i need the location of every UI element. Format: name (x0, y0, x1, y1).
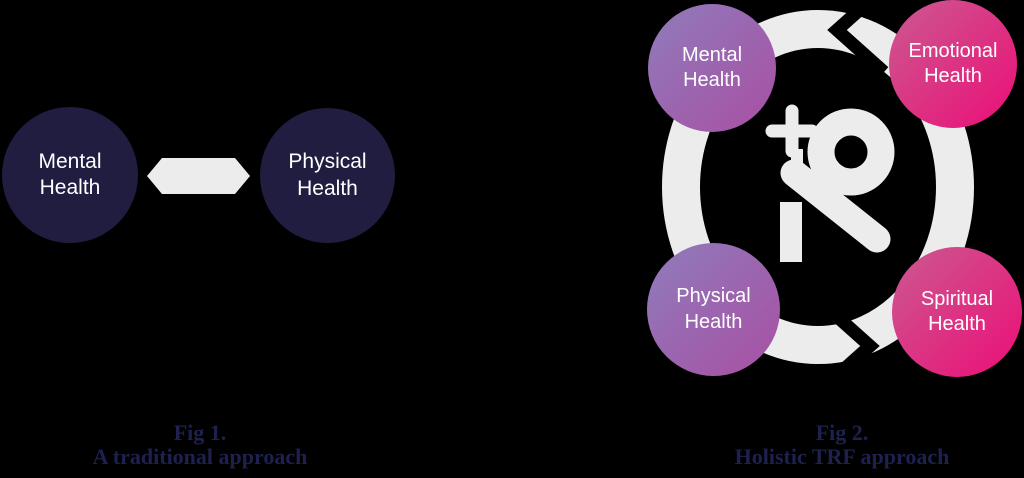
logo-ring (807, 108, 895, 196)
logo-stem-bar (780, 202, 802, 262)
circle-label-line: Health (297, 176, 358, 200)
cycle-ring-gap-top (827, 0, 889, 77)
circle-label-line: Health (683, 69, 741, 91)
trf-logo-icon (765, 104, 895, 262)
circle-label-line: Spiritual (920, 287, 994, 310)
traditional-mental-health-circle: Mental Health (2, 107, 138, 243)
holistic-emotional-health-circle: Emotional Health (889, 0, 1017, 128)
circle-label-line: Health (684, 310, 743, 333)
cycle-ring-gap-bottom (818, 299, 880, 393)
cycle-ring-and-logo (662, 0, 974, 393)
circle-label-line: Mental (681, 43, 743, 66)
circle-label-line: Physical (288, 150, 367, 174)
holistic-spiritual-health-circle: Spiritual Health (892, 247, 1022, 377)
fig1-caption: Fig 1. A traditional approach (40, 421, 360, 469)
circle-label-line: Physical (676, 285, 751, 308)
circle-label-line: Health (924, 65, 982, 87)
circle-label-line: Health (928, 313, 986, 335)
fig2-caption-line2: Holistic TRF approach (734, 444, 950, 469)
cycle-ring-icon (662, 10, 974, 364)
fig2-caption: Fig 2. Holistic TRF approach (682, 421, 1002, 469)
fig2-caption-line1: Fig 2. (815, 420, 869, 445)
circle-label-line: Health (39, 176, 101, 199)
circle-label-line: Emotional (908, 39, 998, 62)
holistic-physical-health-circle: Physical Health (647, 243, 780, 376)
bidirectional-arrow-icon (147, 158, 250, 194)
fig1-caption-line1: Fig 1. (173, 420, 227, 445)
holistic-mental-health-circle: Mental Health (648, 4, 776, 132)
circle-label-line: Mental (38, 149, 102, 173)
traditional-physical-health-circle: Physical Health (260, 108, 395, 243)
logo-plus-sparkle (765, 104, 819, 158)
fig1-caption-line2: A traditional approach (92, 444, 308, 469)
bidirectional-arrow-shape (147, 158, 250, 194)
logo-wand-diagonal (780, 159, 891, 253)
